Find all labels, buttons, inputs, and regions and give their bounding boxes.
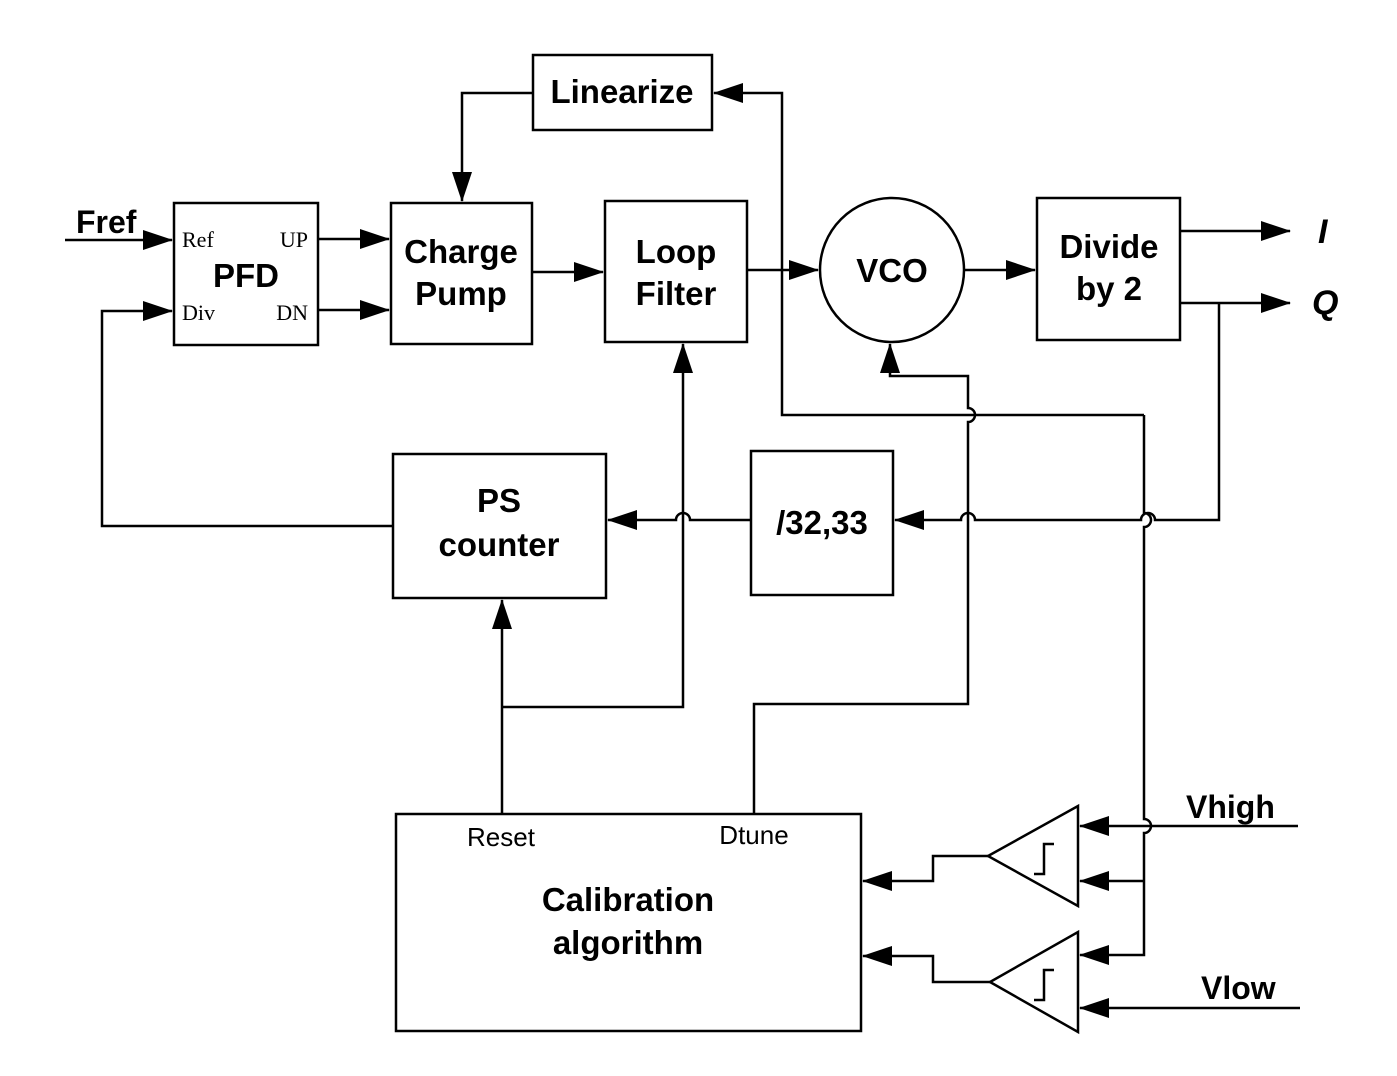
ps-counter-label-line2: counter (438, 526, 559, 563)
charge-pump-block: Charge Pump (389, 201, 534, 346)
pfd-up-port: UP (280, 227, 308, 252)
pfd-dn-port: DN (276, 300, 308, 325)
pfd-div-port: Div (182, 300, 215, 325)
signal-wires (65, 83, 1300, 1018)
comparator-low (987, 929, 1080, 1035)
pfd-block: PFD Ref UP Div DN (172, 201, 320, 347)
charge-pump-label-line1: Charge (404, 233, 518, 270)
prescaler-block: /32,33 (749, 449, 895, 597)
linearize-label: Linearize (550, 73, 693, 110)
divide-label-line1: Divide (1059, 228, 1158, 265)
vlow-label: Vlow (1201, 970, 1276, 1006)
fref-label: Fref (76, 204, 137, 240)
vco-label: VCO (856, 252, 928, 289)
pfd-ref-port: Ref (182, 227, 214, 252)
calibration-algorithm-block: Calibration algorithm Reset Dtune (394, 812, 863, 1033)
calibration-label-line1: Calibration (542, 881, 714, 918)
loop-filter-label-line2: Filter (636, 275, 717, 312)
ps-counter-block: PS counter (391, 452, 608, 600)
vco-block: VCO (818, 196, 966, 344)
schmitt-trigger-icon (1034, 842, 1054, 876)
divide-label-line2: by 2 (1076, 270, 1142, 307)
charge-pump-label-line2: Pump (415, 275, 507, 312)
comparator-high (985, 803, 1080, 909)
pfd-label: PFD (213, 257, 279, 294)
loop-filter-label-line1: Loop (636, 233, 717, 270)
divide-by-2-block: Divide by 2 (1035, 196, 1182, 342)
calibration-label-line2: algorithm (553, 924, 703, 961)
vhigh-label: Vhigh (1186, 789, 1275, 825)
ps-counter-label-line1: PS (477, 482, 521, 519)
calibration-dtune-port: Dtune (719, 820, 788, 850)
q-output-label: Q (1312, 284, 1338, 322)
calibration-reset-port: Reset (467, 822, 536, 852)
i-output-label: I (1318, 213, 1329, 251)
loop-filter-block: Loop Filter (603, 199, 749, 344)
linearize-block: Linearize (531, 53, 714, 132)
prescaler-label: /32,33 (776, 504, 868, 541)
schmitt-trigger-icon (1034, 968, 1054, 1002)
